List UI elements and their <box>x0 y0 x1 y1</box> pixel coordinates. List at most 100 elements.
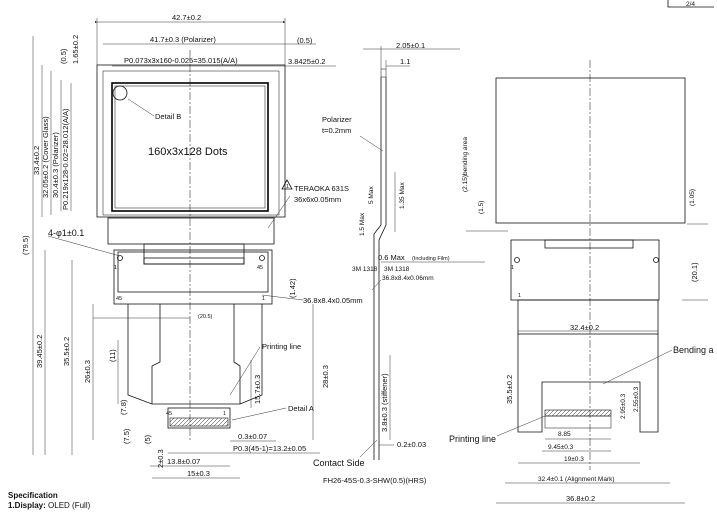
dimension-label: 5 Max <box>368 186 375 204</box>
dimension-label: 36.8±0.2 <box>566 494 595 503</box>
dimension-label: 0.2±0.03 <box>397 440 426 449</box>
dimension-label: 1.1 <box>400 57 410 66</box>
front-view: 160x3x128 Dots Detail B 1 45 1 45 45 1 4… <box>21 13 363 479</box>
dimension-label: P0.219x128-0.02=28.012(A/A) <box>61 108 70 210</box>
polarizer-label: Polarizer <box>322 115 352 124</box>
dimension-label: 45 <box>257 265 263 271</box>
dimension-label: (7.8) <box>119 399 128 415</box>
dimension-label: 1.65±0.2 <box>71 35 80 64</box>
dimension-label: 2.95±0.3 <box>620 393 627 419</box>
dimension-label: 19±0.3 <box>564 456 584 463</box>
dimension-label: 2±0.3 <box>156 449 165 468</box>
printing-line-label: Printing line <box>262 342 301 351</box>
mount-hole <box>259 255 265 261</box>
dimension-label: 26±0.3 <box>83 360 92 383</box>
teraoka-tape-area <box>107 217 275 245</box>
dimension-label: 39.45±0.2 <box>35 335 44 368</box>
dimension-label: P0.073x3x160-0.025=35.015(A/A) <box>124 56 238 65</box>
dimension-label: 32.05±0.2 (Cover Glass) <box>41 116 50 198</box>
dimension-label: (20.1) <box>690 262 699 282</box>
back-view: 1 1 (2.15)bending area (1.5) (1.05) (20.… <box>449 60 714 504</box>
dimension-label: 3.8±0.3 (stiffener) <box>380 373 389 432</box>
dimension-label: 15±0.3 <box>187 469 210 478</box>
dimension-label: 41.7±0.3 (Polarizer) <box>150 35 216 44</box>
dimension-label: 30.4±0.3 (Polarizer) <box>51 132 60 198</box>
dimension-label: (1.42) <box>288 278 297 298</box>
dimension-label: 2.55±0.3 <box>633 386 640 412</box>
dimension-label: (1.05) <box>689 189 696 206</box>
dimension-label: 32.4±0.2 <box>570 323 599 332</box>
dimension-label: 36x6x0.05mm <box>294 195 341 204</box>
mount-hole <box>653 257 659 263</box>
flex-tail <box>151 304 241 404</box>
dimension-label: 28±0.3 <box>321 365 330 388</box>
back-glass <box>495 77 686 224</box>
dimension-label: 36.8x8.4x0.05mm <box>303 296 363 305</box>
dimension-label: (2.15)bending area <box>462 137 469 192</box>
bending-area-label: Bending a <box>673 345 714 355</box>
dimension-label: 1 <box>114 265 117 271</box>
dimension-label: 35.5±0.2 <box>505 375 514 404</box>
spec-value: OLED (Full) <box>48 501 91 510</box>
dimension-label: P0.3(45-1)=13.2±0.05 <box>233 444 306 453</box>
dimension-label: (5) <box>143 434 152 444</box>
dimension-label: 3.8425±0.2 <box>288 57 325 66</box>
dimension-label: 9.45±0.3 <box>548 444 574 451</box>
mount-hole <box>514 257 520 263</box>
detail-b-circle <box>112 85 128 101</box>
side-profile <box>373 77 382 460</box>
stiffener-tape-area <box>117 251 269 293</box>
svg-text:1: 1 <box>286 184 289 190</box>
dimension-label: 15.7±0.3 <box>253 375 262 404</box>
flex-contacts <box>167 407 231 429</box>
dimension-label: 1 <box>518 293 521 299</box>
dimension-label: 35.5±0.2 <box>62 337 71 366</box>
page-tag: 2/4 <box>667 0 714 8</box>
dimension-label: 45 <box>116 296 122 302</box>
dimension-label: t=0.2mm <box>322 126 351 135</box>
dimension-label: (0.5) <box>59 48 68 64</box>
dimension-label: 1.5 Max <box>359 212 366 236</box>
side-view: 2.05±0.1 1.1 Polarizer t=0.2mm 1.5 Max 5… <box>313 41 485 485</box>
dimension-label: (7.5) <box>122 428 131 444</box>
cover-glass <box>96 64 286 218</box>
detail-b-label: Detail B <box>155 112 181 121</box>
dimension-label: 1.35 Max <box>399 182 406 209</box>
spec-heading: Specification <box>8 491 58 500</box>
screen-resolution-label: 160x3x128 Dots <box>148 146 228 158</box>
spec-line-1: 1.Display: OLED (Full) <box>8 501 90 511</box>
mount-hole <box>117 255 123 261</box>
dimension-label: 32.4±0.1 (Alignment Mark) <box>538 476 615 483</box>
dimension-label: 1 <box>262 296 265 302</box>
polarizer-outline <box>102 70 280 216</box>
dimension-label: 3M 1318 <box>352 266 378 273</box>
dimension-label: 13.8±0.07 <box>167 457 200 466</box>
back-contacts <box>544 409 612 417</box>
spec-key: 1.Display: <box>8 501 46 510</box>
dimension-label: (Including Film) <box>412 256 450 262</box>
teraoka-label: TERAOKA 631S <box>294 184 349 193</box>
dimension-label: 0.3±0.07 <box>238 432 267 441</box>
dimension-label: (20.5) <box>198 314 213 320</box>
dimension-label: 42.7±0.2 <box>172 13 201 22</box>
page-tag-text: 2/4 <box>686 1 695 8</box>
connector-part-label: FH26-45S-0.3-SHW(0.5)(HRS) <box>323 476 427 485</box>
specification-block: Specification 1.Display: OLED (Full) <box>8 491 90 511</box>
dimension-label: 1 <box>511 265 514 271</box>
dimension-label: 0.6 Max <box>378 253 405 262</box>
holes-callout: 4-φ1±0.1 <box>48 228 84 238</box>
back-tape-area <box>510 239 660 301</box>
dimension-label: 8.85 <box>558 431 571 438</box>
dimension-label: 45 <box>166 411 172 417</box>
back-printing-line-label: Printing line <box>449 434 496 444</box>
dimension-label: 33.4±0.2 <box>32 146 41 175</box>
contact-side-label: Contact Side <box>313 458 365 468</box>
dimension-label: (79.5) <box>21 235 30 255</box>
detail-a-label: Detail A <box>288 404 314 413</box>
dimension-label: 36.8x8.4x0.06mm <box>382 275 434 282</box>
dimension-label: (1.5) <box>478 201 485 214</box>
dimension-label: (11) <box>108 349 117 362</box>
dimension-label: (0.5) <box>297 36 313 45</box>
dimension-label: 2.05±0.1 <box>396 41 425 50</box>
